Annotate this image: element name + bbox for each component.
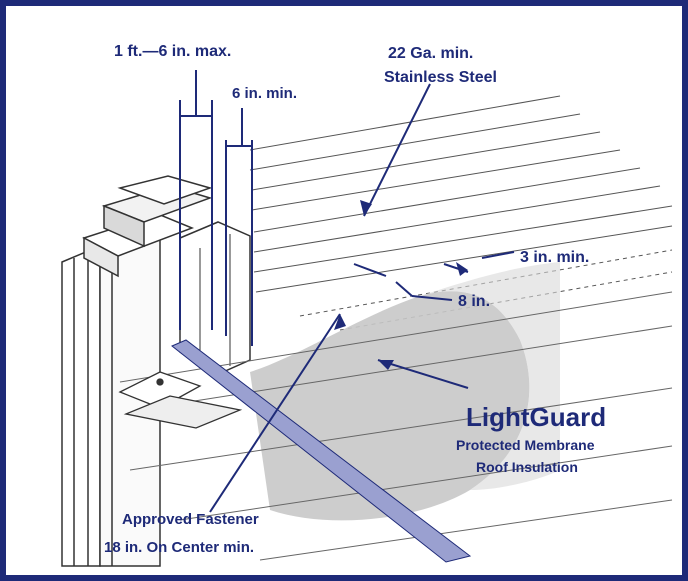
base-flashing bbox=[118, 371, 243, 429]
fastener-label: Approved Fastener bbox=[122, 511, 259, 528]
steel-label-gauge: 22 Ga. min. bbox=[388, 45, 473, 62]
dimension-label-max: 1 ft.—6 in. max. bbox=[114, 43, 231, 60]
brand-name: LightGuard bbox=[466, 402, 606, 432]
metal-coping bbox=[82, 175, 213, 278]
membrane-shading bbox=[250, 262, 560, 521]
fastener-spacing-label: 18 in. On Center min. bbox=[104, 539, 254, 556]
dimension-label-6in: 6 in. min. bbox=[232, 85, 297, 102]
dimension-lines bbox=[179, 70, 515, 513]
brand-sub-membrane: Protected Membrane bbox=[456, 437, 595, 453]
steel-flange-lines bbox=[249, 95, 673, 331]
dimension-label-8in: 8 in. bbox=[458, 293, 490, 310]
wall-block bbox=[61, 229, 161, 567]
dimension-label-3in: 3 in. min. bbox=[520, 249, 589, 266]
edge-strip bbox=[171, 339, 472, 563]
steel-label-material: Stainless Steel bbox=[384, 69, 497, 86]
brand-sub-insulation: Roof Insulation bbox=[476, 459, 578, 475]
arrow-heads bbox=[334, 200, 468, 370]
